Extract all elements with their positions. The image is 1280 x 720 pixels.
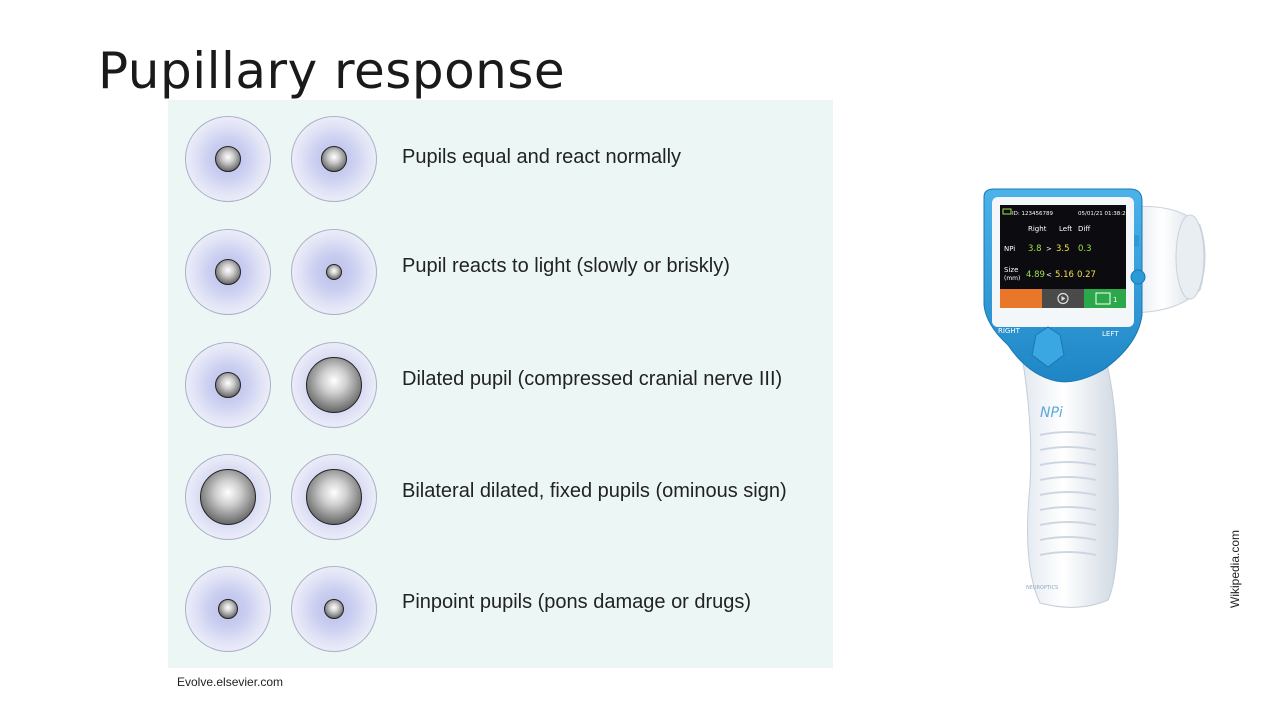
screen-npi-label: NPi [1004, 245, 1015, 253]
right-eye [291, 116, 377, 202]
screen-npi-diff: 0.3 [1078, 244, 1092, 254]
left-eye [185, 116, 271, 202]
right-eye [291, 566, 377, 652]
right-pupil [326, 264, 342, 280]
left-pupil [215, 372, 241, 398]
image-credit: Wikipedia.com [1228, 529, 1242, 608]
screen-col-left: Left [1059, 225, 1072, 233]
screen-npi-cmp: > [1046, 245, 1052, 253]
slide-title: Pupillary response [98, 42, 566, 100]
right-eye [291, 454, 377, 540]
row-label: Bilateral dilated, fixed pupils (ominous… [402, 480, 787, 502]
row-label: Dilated pupil (compressed cranial nerve … [402, 368, 783, 390]
row-label: Pinpoint pupils (pons damage or drugs) [402, 591, 752, 613]
left-button-label: LEFT [1102, 330, 1119, 338]
pupil-figure: Pupils equal and react normally Pupil re… [168, 100, 833, 668]
screen-size-unit: (mm) [1004, 275, 1020, 282]
screen-tab-list [1084, 289, 1126, 308]
screen-size-label: Size [1004, 266, 1018, 274]
npi-logo: NPi [1040, 405, 1063, 421]
brand-label: NEUROPTICS [1026, 585, 1058, 591]
screen-datetime: 05/01/21 01:38:20 [1078, 211, 1130, 217]
screen-size-right: 4.89 [1026, 270, 1045, 280]
right-pupil [306, 357, 362, 413]
play-icon [1057, 292, 1069, 305]
figure-credit: Evolve.elsevier.com [177, 675, 284, 689]
right-eye [291, 342, 377, 428]
figure-row: Pinpoint pupils (pons damage or drugs) [168, 553, 833, 663]
pupillometer-device-image: ID: 123456789 05/01/21 01:38:20 Right Le… [983, 188, 1206, 608]
screen-tab-count: 1 [1113, 296, 1117, 304]
left-pupil [218, 599, 238, 619]
screen-tab-delete [1000, 289, 1042, 308]
screen-id: ID: 123456789 [1012, 211, 1053, 217]
screen-col-diff: Diff [1078, 225, 1090, 233]
left-eye [185, 566, 271, 652]
left-eye [185, 342, 271, 428]
screen-size-diff: 0.27 [1077, 270, 1096, 280]
left-eye [185, 229, 271, 315]
right-pupil [324, 599, 344, 619]
row-label: Pupil reacts to light (slowly or briskly… [402, 255, 730, 277]
left-eye [185, 454, 271, 540]
screen-size-left: 5.16 [1055, 270, 1074, 280]
row-label: Pupils equal and react normally [402, 146, 682, 168]
right-pupil [306, 469, 362, 525]
left-pupil [215, 259, 241, 285]
dpad [1031, 326, 1065, 368]
right-pupil [321, 146, 347, 172]
figure-row: Bilateral dilated, fixed pupils (ominous… [168, 441, 833, 551]
screen-col-right: Right [1028, 225, 1047, 233]
figure-row: Pupils equal and react normally [168, 103, 833, 213]
figure-row: Pupil reacts to light (slowly or briskly… [168, 216, 833, 326]
screen-npi-right: 3.8 [1028, 244, 1042, 254]
figure-row: Dilated pupil (compressed cranial nerve … [168, 329, 833, 439]
right-button-label: RIGHT [998, 327, 1021, 335]
power-button-icon [1130, 269, 1146, 285]
right-eye [291, 229, 377, 315]
screen-npi-left: 3.5 [1056, 244, 1070, 254]
left-pupil [200, 469, 256, 525]
left-pupil [215, 146, 241, 172]
screen-size-cmp: < [1046, 271, 1052, 279]
